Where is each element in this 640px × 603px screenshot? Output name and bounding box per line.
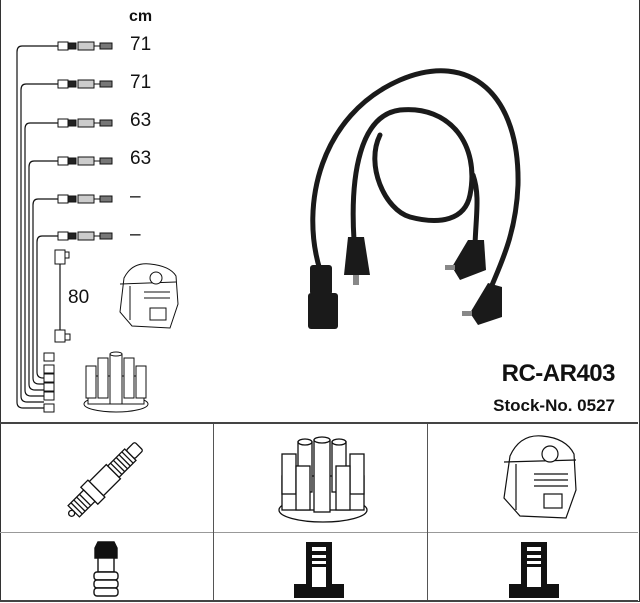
ignition-coil-large-icon xyxy=(503,435,577,519)
overview-panel: cm 71 71 63 63 – – 80 xyxy=(16,8,616,415)
coil-lead-length: 80 xyxy=(68,287,90,308)
distributor-cap-large-icon xyxy=(278,436,368,523)
column-divider-1 xyxy=(213,424,214,602)
coil-terminal-icon xyxy=(509,542,559,598)
part-number: RC-AR403 xyxy=(501,360,616,387)
stock-number: Stock-No. 0527 xyxy=(493,396,615,415)
cable-schematic-icon xyxy=(16,41,113,413)
bottom-border xyxy=(0,600,638,602)
section-divider xyxy=(0,422,638,424)
cable-length-4: 63 xyxy=(130,148,152,169)
spark-plug-icon xyxy=(67,442,143,518)
column-divider-2 xyxy=(427,424,428,602)
cable-length-3: 63 xyxy=(130,110,152,131)
cable-length-2: 71 xyxy=(130,72,152,93)
ignition-coil-icon xyxy=(119,263,179,329)
cable-length-1: 71 xyxy=(130,34,152,55)
distributor-cap-icon xyxy=(83,351,149,413)
row-divider xyxy=(0,532,638,533)
cable-length-6: – xyxy=(130,224,141,245)
spark-plug-terminal-icon xyxy=(93,541,119,597)
distributor-terminal-icon xyxy=(294,542,344,598)
length-unit-label: cm xyxy=(129,8,153,25)
ignition-cable-set-image xyxy=(308,68,521,329)
cable-length-5: – xyxy=(130,186,141,207)
